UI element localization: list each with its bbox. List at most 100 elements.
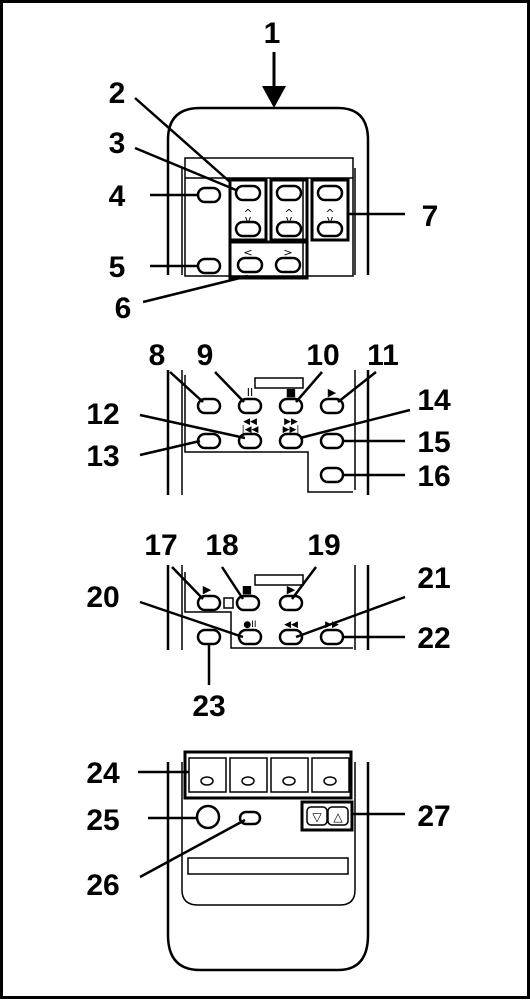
remote-button[interactable] xyxy=(319,432,345,450)
button-symbols-panel-2: II ■ ▶ ◀◀ |◀◀ ▶▶ ▶▶| xyxy=(242,386,337,435)
pause-symbol: II xyxy=(247,386,254,399)
callout-11: 11 xyxy=(367,339,399,372)
button-group-3 xyxy=(228,178,268,242)
remote-button[interactable] xyxy=(196,432,222,450)
callout-27: 27 xyxy=(417,800,450,833)
arrow-down-icon xyxy=(262,86,286,108)
down-symbol: v xyxy=(286,213,293,226)
callout-25: 25 xyxy=(86,804,119,837)
remote-button[interactable] xyxy=(319,397,345,415)
skip-back-symbol: |◀◀ xyxy=(242,425,259,435)
left-symbol: < xyxy=(243,246,252,259)
up-symbol: ^ xyxy=(284,207,293,220)
memory-button[interactable] xyxy=(229,757,268,793)
callout-7: 7 xyxy=(422,200,439,233)
button-symbols-panel-1: ^ ^ ^ v v v < > xyxy=(243,207,334,259)
remote-button[interactable] xyxy=(278,594,304,612)
remote-button[interactable] xyxy=(238,810,262,826)
callout-3: 3 xyxy=(109,127,126,160)
remote-button[interactable] xyxy=(196,397,222,415)
remote-button[interactable] xyxy=(275,184,303,202)
callout-22: 22 xyxy=(417,622,450,655)
remote-button[interactable] xyxy=(319,628,345,646)
callout-4: 4 xyxy=(109,180,126,213)
remote-button[interactable] xyxy=(196,594,222,612)
playback-panel xyxy=(139,565,406,685)
ffwd-symbol: ▶▶ xyxy=(325,620,339,630)
button-group-24 xyxy=(183,750,353,800)
memory-button[interactable] xyxy=(188,757,227,793)
remote-button[interactable] xyxy=(275,220,303,238)
remote-button[interactable] xyxy=(316,220,344,238)
remote-button[interactable] xyxy=(237,432,263,450)
triangle-up-icon: △ xyxy=(333,810,343,824)
round-button[interactable] xyxy=(195,804,221,830)
remote-button[interactable] xyxy=(274,256,302,274)
play-symbol: ▶ xyxy=(203,583,212,596)
callout-12: 12 xyxy=(86,398,119,431)
button-group-7 xyxy=(310,178,350,242)
play-symbol: ▶ xyxy=(287,583,296,596)
callout-8: 8 xyxy=(149,339,166,372)
stop-symbol: ■ xyxy=(242,583,252,596)
remote-button[interactable] xyxy=(278,397,304,415)
remote-button[interactable] xyxy=(278,628,304,646)
callout-24: 24 xyxy=(86,757,120,790)
callout-26: 26 xyxy=(86,869,119,902)
remote-bottom-body xyxy=(166,762,370,972)
remote-button[interactable] xyxy=(237,397,263,415)
remote-button[interactable] xyxy=(196,257,222,275)
button-group-6 xyxy=(228,240,309,280)
callout-17: 17 xyxy=(144,529,177,562)
stop-symbol: ■ xyxy=(286,386,296,399)
triangle-down-icon: ▽ xyxy=(312,810,322,824)
rewind-symbol: ◀◀ xyxy=(243,417,257,427)
up-button[interactable] xyxy=(327,806,349,826)
button-symbols-panel-4: ▽ △ xyxy=(312,810,343,824)
memory-button[interactable] xyxy=(311,757,350,793)
right-symbol: > xyxy=(283,246,292,259)
remote-button[interactable] xyxy=(236,256,264,274)
transport-panel xyxy=(139,370,411,495)
remote-button[interactable] xyxy=(235,594,261,612)
up-symbol: ^ xyxy=(325,207,334,220)
up-symbol: ^ xyxy=(243,207,252,220)
button-group-2 xyxy=(269,178,309,242)
record-pause-symbol: ●II xyxy=(243,620,256,630)
remote-bottom-panel xyxy=(138,750,405,972)
memory-button[interactable] xyxy=(270,757,309,793)
callout-9: 9 xyxy=(197,339,214,372)
callout-21: 21 xyxy=(417,562,450,595)
callout-15: 15 xyxy=(417,426,450,459)
callout-6: 6 xyxy=(115,292,132,325)
down-symbol: v xyxy=(327,213,334,226)
skip-fwd-symbol: ▶▶| xyxy=(283,425,300,435)
button-group-27 xyxy=(300,800,354,832)
remote-button[interactable] xyxy=(196,186,222,204)
callout-16: 16 xyxy=(417,460,450,493)
remote-button[interactable] xyxy=(316,184,344,202)
remote-button[interactable] xyxy=(319,466,345,484)
callout-18: 18 xyxy=(205,529,238,562)
remote-button[interactable] xyxy=(234,220,262,238)
down-button[interactable] xyxy=(306,806,328,826)
button-symbols-panel-3: ▶ ■ ▶ ●II ◀◀ ▶▶ xyxy=(203,583,339,630)
callout-2: 2 xyxy=(109,77,126,110)
ffwd-symbol: ▶▶ xyxy=(284,417,298,427)
callout-1: 1 xyxy=(264,17,281,50)
callout-5: 5 xyxy=(109,251,126,284)
callout-10: 10 xyxy=(306,339,339,372)
remote-button[interactable] xyxy=(234,184,262,202)
callout-13: 13 xyxy=(86,440,119,473)
remote-top-panel xyxy=(134,52,405,304)
remote-button[interactable] xyxy=(278,432,304,450)
play-symbol: ▶ xyxy=(328,386,337,399)
down-symbol: v xyxy=(245,213,252,226)
remote-button[interactable] xyxy=(237,628,263,646)
callout-23: 23 xyxy=(192,690,225,723)
callout-20: 20 xyxy=(86,581,119,614)
remote-button[interactable] xyxy=(196,628,222,646)
